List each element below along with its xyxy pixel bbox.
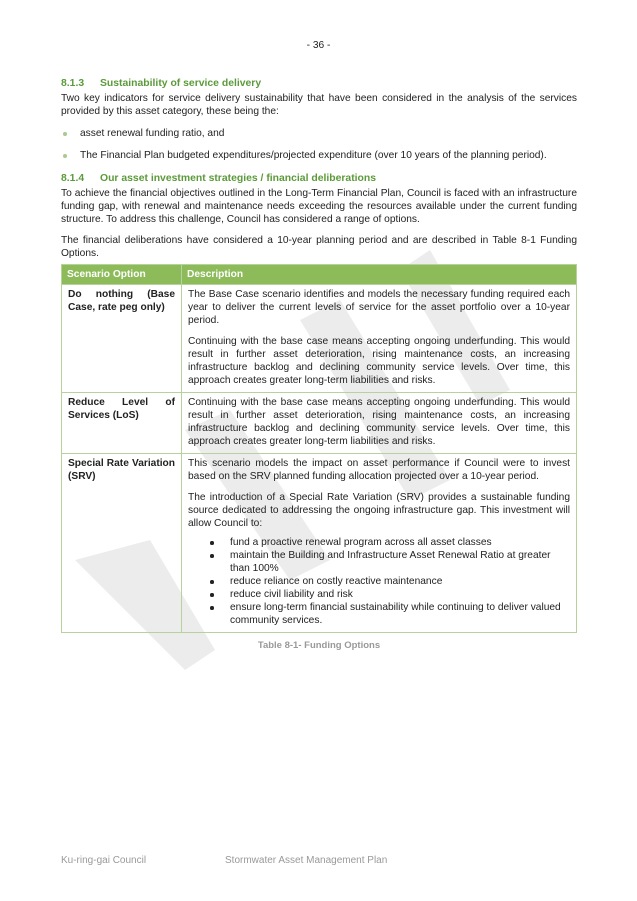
- description-text: Continuing with the base case means acce…: [188, 397, 570, 447]
- bullet-text: asset renewal funding ratio, and: [80, 128, 225, 139]
- table-header-row: Scenario Option Description: [61, 264, 577, 285]
- funding-options-table: Scenario Option Description Do nothing (…: [61, 264, 577, 633]
- bullet-icon: [63, 132, 67, 136]
- section-heading-8-1-4: 8.1.4 Our asset investment strategies / f…: [61, 172, 577, 185]
- section-heading-8-1-3: 8.1.3 Sustainability of service delivery: [61, 77, 577, 90]
- bullet-text: The Financial Plan budgeted expenditures…: [80, 150, 547, 161]
- list-item: maintain the Building and Infrastructure…: [210, 549, 570, 575]
- footer-document-title: Stormwater Asset Management Plan: [225, 855, 388, 866]
- section-intro: Two key indicators for service delivery …: [61, 93, 577, 117]
- paragraph: The financial deliberations have conside…: [61, 235, 577, 259]
- column-header: Scenario Option: [61, 264, 182, 285]
- list-item: fund a proactive renewal program across …: [210, 536, 570, 549]
- section-number: 8.1.3: [61, 78, 85, 89]
- paragraph: To achieve the financial objectives outl…: [61, 188, 577, 225]
- description-text: Continuing with the base case means acce…: [188, 336, 570, 386]
- table-row: Special Rate Variation (SRV) This scenar…: [61, 453, 577, 633]
- bullet-icon: [63, 154, 67, 158]
- scenario-option: Special Rate Variation (SRV): [61, 453, 182, 633]
- bullet-item: The Financial Plan budgeted expenditures…: [61, 149, 577, 162]
- list-item: ensure long-term financial sustainabilit…: [210, 601, 570, 627]
- description-cell: The Base Case scenario identifies and mo…: [181, 284, 577, 393]
- list-item: reduce reliance on costly reactive maint…: [210, 575, 570, 588]
- footer-organization: Ku-ring-gai Council: [61, 855, 147, 866]
- section-number: 8.1.4: [61, 173, 85, 184]
- description-cell: Continuing with the base case means acce…: [181, 392, 577, 454]
- description-cell: This scenario models the impact on asset…: [181, 453, 577, 633]
- scenario-option: Do nothing (Base Case, rate peg only): [61, 284, 182, 393]
- description-text: This scenario models the impact on asset…: [188, 458, 570, 482]
- table-caption: Table 8-1- Funding Options: [257, 640, 381, 651]
- section-title: Sustainability of service delivery: [100, 78, 262, 89]
- benefit-list: fund a proactive renewal program across …: [188, 536, 570, 627]
- column-header: Description: [181, 264, 577, 285]
- description-text: The introduction of a Special Rate Varia…: [188, 492, 570, 529]
- table-row: Reduce Level of Services (LoS) Continuin…: [61, 392, 577, 454]
- list-item: reduce civil liability and risk: [210, 588, 570, 601]
- scenario-option: Reduce Level of Services (LoS): [61, 392, 182, 454]
- table-row: Do nothing (Base Case, rate peg only) Th…: [61, 284, 577, 393]
- bullet-item: asset renewal funding ratio, and: [61, 127, 577, 140]
- description-text: The Base Case scenario identifies and mo…: [188, 289, 570, 326]
- page-number: - 36 -: [306, 40, 331, 51]
- section-title: Our asset investment strategies / financ…: [100, 173, 377, 184]
- page-content: - 36 - 8.1.3 Sustainability of service de…: [61, 39, 577, 652]
